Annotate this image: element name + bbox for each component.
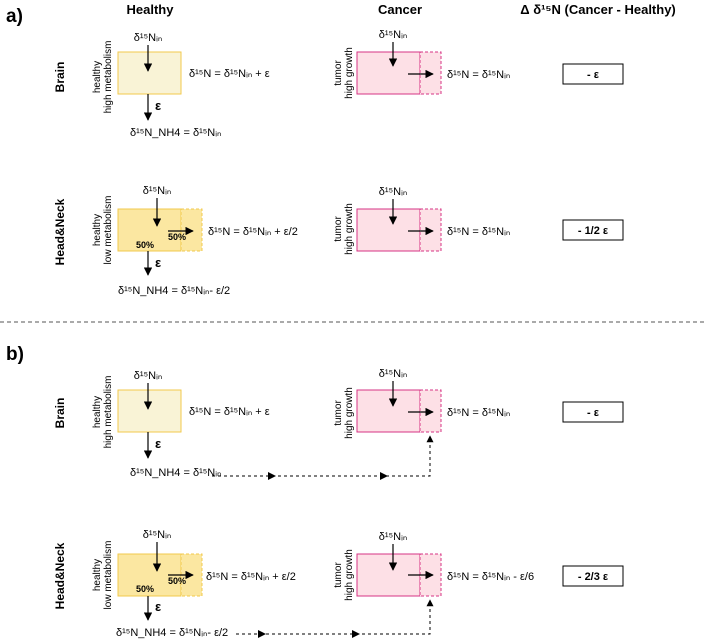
- nh4-equation: δ¹⁵N_NH4 = δ¹⁵Nᵢₙ- ε/2: [116, 627, 228, 639]
- delta-value: - 2/3 ε: [578, 571, 609, 583]
- nh4-equation: δ¹⁵N_NH4 = δ¹⁵Nᵢₙ- ε/2: [118, 285, 230, 297]
- header-healthy: Healthy: [127, 2, 175, 17]
- healthy-input-label: δ¹⁵Nᵢₙ: [143, 185, 171, 197]
- tumor-output-equation: δ¹⁵N = δ¹⁵Nᵢₙ: [447, 69, 510, 81]
- header-cancer: Cancer: [378, 2, 422, 17]
- healthy-output-equation: δ¹⁵N = δ¹⁵Nᵢₙ + ε: [189, 68, 270, 80]
- healthy-tissue-box: [117, 389, 182, 433]
- flow-arrowhead: [258, 630, 266, 638]
- tumor-state-line2: high growth: [344, 203, 355, 255]
- tumor-output-equation: δ¹⁵N = δ¹⁵Nᵢₙ: [447, 226, 510, 238]
- epsilon-label: ε: [155, 436, 161, 451]
- delta-value: - ε: [587, 69, 600, 81]
- nh4-recycling-flow: [212, 435, 434, 477]
- tumor-input-label: δ¹⁵Nᵢₙ: [379, 368, 407, 380]
- delta-box: [562, 219, 624, 241]
- tumor-state-line2: high growth: [344, 387, 355, 439]
- nh4-recycling-flow: [236, 599, 434, 635]
- split-right-label: 50%: [168, 232, 186, 242]
- flow-arrowhead: [380, 472, 388, 480]
- panel-b-headneck-row: Head&Neck healthy low metabolism δ¹⁵Nᵢₙ …: [53, 529, 624, 639]
- healthy-output-equation: δ¹⁵N = δ¹⁵Nᵢₙ + ε/2: [208, 226, 298, 238]
- flow-arrowhead: [268, 472, 276, 480]
- panel-a-brain-row: Brain healthy high metabolism δ¹⁵Nᵢₙ δ¹⁵…: [53, 29, 624, 139]
- split-left-label: 50%: [136, 240, 154, 250]
- tumor-box: [356, 51, 421, 95]
- nh4-equation: δ¹⁵N_NH4 = δ¹⁵Nᵢₙ: [130, 467, 221, 479]
- split-left-label: 50%: [136, 584, 154, 594]
- epsilon-label: ε: [155, 255, 161, 270]
- tumor-input-label: δ¹⁵Nᵢₙ: [379, 29, 407, 41]
- healthy-state-line2: low metabolism: [103, 541, 114, 610]
- tumor-state-line2: high growth: [344, 47, 355, 99]
- tumor-output-equation: δ¹⁵N = δ¹⁵Nᵢₙ - ε/6: [447, 571, 534, 583]
- panel-a-headneck-row: Head&Neck healthy low metabolism δ¹⁵Nᵢₙ …: [53, 185, 624, 297]
- organ-label-headneck: Head&Neck: [53, 198, 67, 265]
- tumor-state-line1: tumor: [333, 60, 344, 86]
- delta-value: - 1/2 ε: [578, 225, 609, 237]
- delta-box: [562, 401, 624, 423]
- healthy-output-equation: δ¹⁵N = δ¹⁵Nᵢₙ + ε: [189, 406, 270, 418]
- tumor-state-line1: tumor: [333, 562, 344, 588]
- delta-value: - ε: [587, 407, 600, 419]
- healthy-state-line1: healthy: [92, 61, 103, 93]
- delta-box: [562, 63, 624, 85]
- tumor-state-line1: tumor: [333, 400, 344, 426]
- tumor-state-line2: high growth: [344, 549, 355, 601]
- split-right-label: 50%: [168, 576, 186, 586]
- healthy-input-label: δ¹⁵Nᵢₙ: [134, 32, 162, 44]
- tumor-box: [356, 208, 421, 252]
- delta-box: [562, 565, 624, 587]
- epsilon-label: ε: [155, 98, 161, 113]
- healthy-state-line1: healthy: [92, 559, 103, 591]
- tumor-growth-extension: [419, 389, 442, 433]
- tumor-growth-extension: [419, 208, 442, 252]
- healthy-input-label: δ¹⁵Nᵢₙ: [134, 370, 162, 382]
- tumor-box: [356, 389, 421, 433]
- flow-arrowhead: [352, 630, 360, 638]
- tumor-state-line1: tumor: [333, 216, 344, 242]
- healthy-growth-extension: [180, 208, 203, 252]
- tumor-output-equation: δ¹⁵N = δ¹⁵Nᵢₙ: [447, 407, 510, 419]
- organ-label-brain: Brain: [53, 398, 67, 429]
- healthy-state-line2: low metabolism: [103, 196, 114, 265]
- panel-b-brain-row: Brain healthy high metabolism δ¹⁵Nᵢₙ δ¹⁵…: [53, 368, 624, 480]
- healthy-state-line2: high metabolism: [103, 41, 114, 114]
- organ-label-brain: Brain: [53, 62, 67, 93]
- healthy-state-line1: healthy: [92, 214, 103, 246]
- panel-label-b: b): [6, 344, 24, 365]
- tumor-input-label: δ¹⁵Nᵢₙ: [379, 186, 407, 198]
- organ-label-headneck: Head&Neck: [53, 542, 67, 609]
- healthy-output-equation: δ¹⁵N = δ¹⁵Nᵢₙ + ε/2: [206, 571, 296, 583]
- healthy-state-line2: high metabolism: [103, 376, 114, 449]
- header-delta: Δ δ¹⁵N (Cancer - Healthy): [520, 2, 676, 17]
- healthy-input-label: δ¹⁵Nᵢₙ: [143, 529, 171, 541]
- tumor-input-label: δ¹⁵Nᵢₙ: [379, 531, 407, 543]
- tumor-growth-extension: [419, 51, 442, 95]
- nh4-equation: δ¹⁵N_NH4 = δ¹⁵Nᵢₙ: [130, 127, 221, 139]
- healthy-state-line1: healthy: [92, 396, 103, 428]
- epsilon-label: ε: [155, 599, 161, 614]
- panel-label-a: a): [6, 6, 23, 27]
- healthy-tissue-box: [117, 51, 182, 95]
